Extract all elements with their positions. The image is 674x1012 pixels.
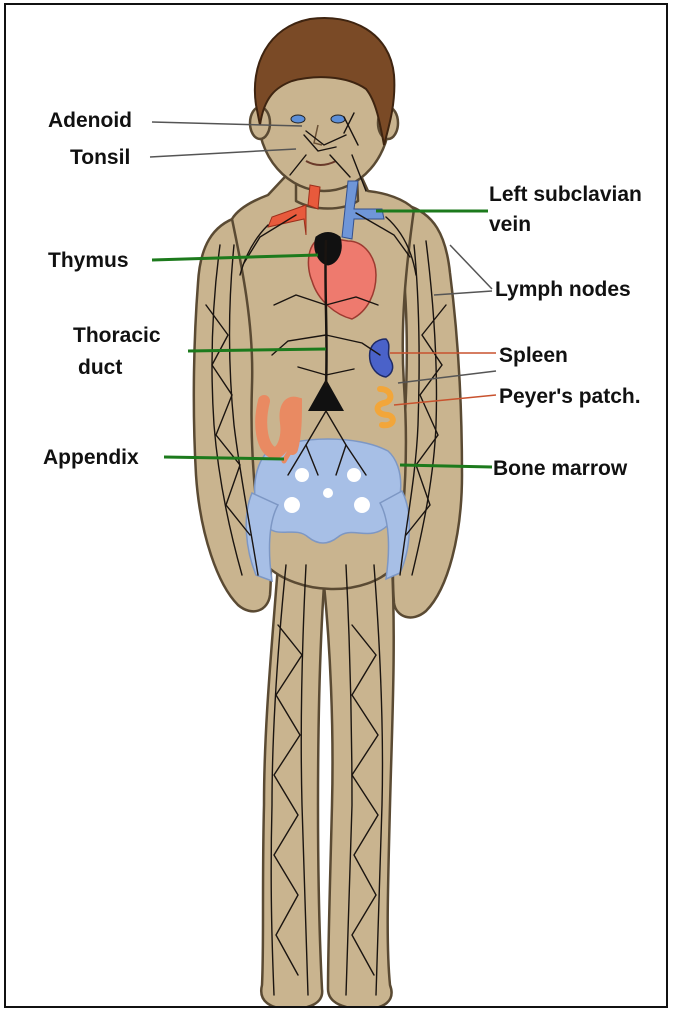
left-leg — [261, 565, 324, 1008]
left-subclavian-label-line2: vein — [489, 213, 531, 236]
right-eye — [331, 115, 345, 123]
appendix-leader — [164, 457, 284, 459]
thymus-label: Thymus — [48, 249, 129, 272]
left-subclavian-label-line1: Left subclavian — [489, 183, 642, 206]
adenoid-label: Adenoid — [48, 109, 132, 132]
bone-marrow-label: Bone marrow — [493, 457, 628, 480]
lymphatic-system-diagram: Adenoid Tonsil Thymus Thoracic duct Appe… — [6, 5, 668, 1008]
appendix-label: Appendix — [43, 446, 139, 469]
bone-marrow-leader — [400, 465, 492, 467]
thoracic-duct-label-line2: duct — [78, 356, 122, 379]
thoracic-duct-leader — [188, 349, 326, 351]
peyers-patch-label: Peyer's patch. — [499, 385, 641, 408]
left-eye — [291, 115, 305, 123]
spleen-label: Spleen — [499, 344, 568, 367]
thoracic-duct-label-line1: Thoracic — [73, 324, 161, 347]
thoracic-duct-vessel — [325, 241, 326, 385]
lymph-nodes-label: Lymph nodes — [495, 278, 631, 301]
tonsil-label: Tonsil — [70, 146, 130, 169]
lymph-nodes-leader-1 — [450, 245, 492, 289]
figure-frame: Adenoid Tonsil Thymus Thoracic duct Appe… — [4, 3, 668, 1008]
